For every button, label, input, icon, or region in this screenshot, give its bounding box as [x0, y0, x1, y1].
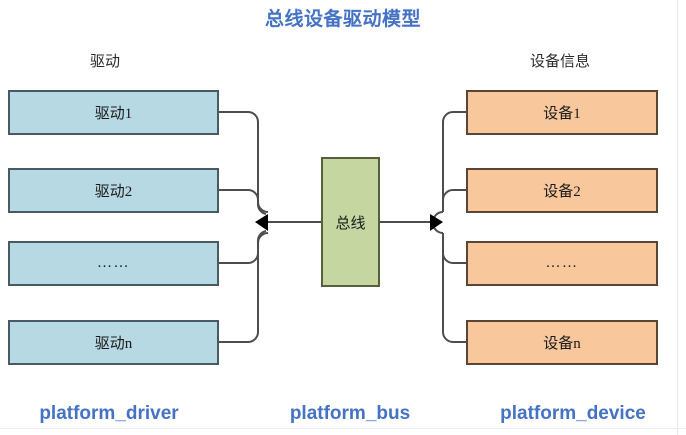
arrowhead-to-devices-right — [430, 214, 443, 231]
column-header-device: 设备信息 — [529, 54, 590, 70]
device-box-n-label: 设备n — [543, 336, 581, 352]
bus-box-label: 总线 — [335, 215, 366, 232]
connector-device-4 — [442, 233, 466, 343]
driver-box-1[interactable]: 驱动1 — [8, 90, 219, 135]
driver-box-2-label: 驱动2 — [94, 184, 133, 200]
arrowhead-to-bus-left — [255, 214, 268, 231]
connector-driver-1 — [219, 111, 269, 213]
device-box-1-label: 设备1 — [543, 106, 581, 122]
device-box-ellipsis[interactable]: …… — [466, 241, 658, 286]
column-header-driver: 驱动 — [89, 54, 120, 70]
connector-device-2 — [442, 189, 466, 212]
diagram-title: 总线设备驱动模型 — [264, 9, 421, 30]
driver-box-n-label: 驱动n — [94, 336, 133, 352]
connector-driver-3 — [219, 230, 267, 264]
connector-driver-4 — [219, 232, 269, 343]
device-box-ellipsis-label: …… — [545, 255, 579, 271]
connector-device-3 — [442, 233, 466, 264]
connector-join-top — [432, 211, 444, 223]
device-box-n[interactable]: 设备n — [466, 320, 658, 365]
page-bottom-line — [0, 428, 686, 429]
footer-label-platform-device: platform_device — [500, 403, 646, 424]
device-box-2[interactable]: 设备2 — [466, 168, 658, 213]
device-box-2-label: 设备2 — [543, 184, 581, 200]
page-edge-line — [677, 0, 678, 435]
driver-box-1-label: 驱动1 — [94, 106, 133, 122]
device-box-1[interactable]: 设备1 — [466, 90, 658, 135]
driver-box-n[interactable]: 驱动n — [8, 320, 219, 365]
driver-box-2[interactable]: 驱动2 — [8, 168, 219, 213]
footer-label-platform-bus: platform_bus — [289, 403, 411, 424]
connector-join-bottom — [432, 222, 444, 234]
footer-label-platform-driver: platform_driver — [39, 403, 179, 424]
connector-driver-2 — [219, 189, 267, 215]
bus-box[interactable]: 总线 — [321, 157, 380, 287]
driver-box-ellipsis-label: …… — [97, 255, 130, 271]
driver-box-ellipsis[interactable]: …… — [8, 241, 219, 286]
connector-device-1 — [442, 111, 466, 212]
